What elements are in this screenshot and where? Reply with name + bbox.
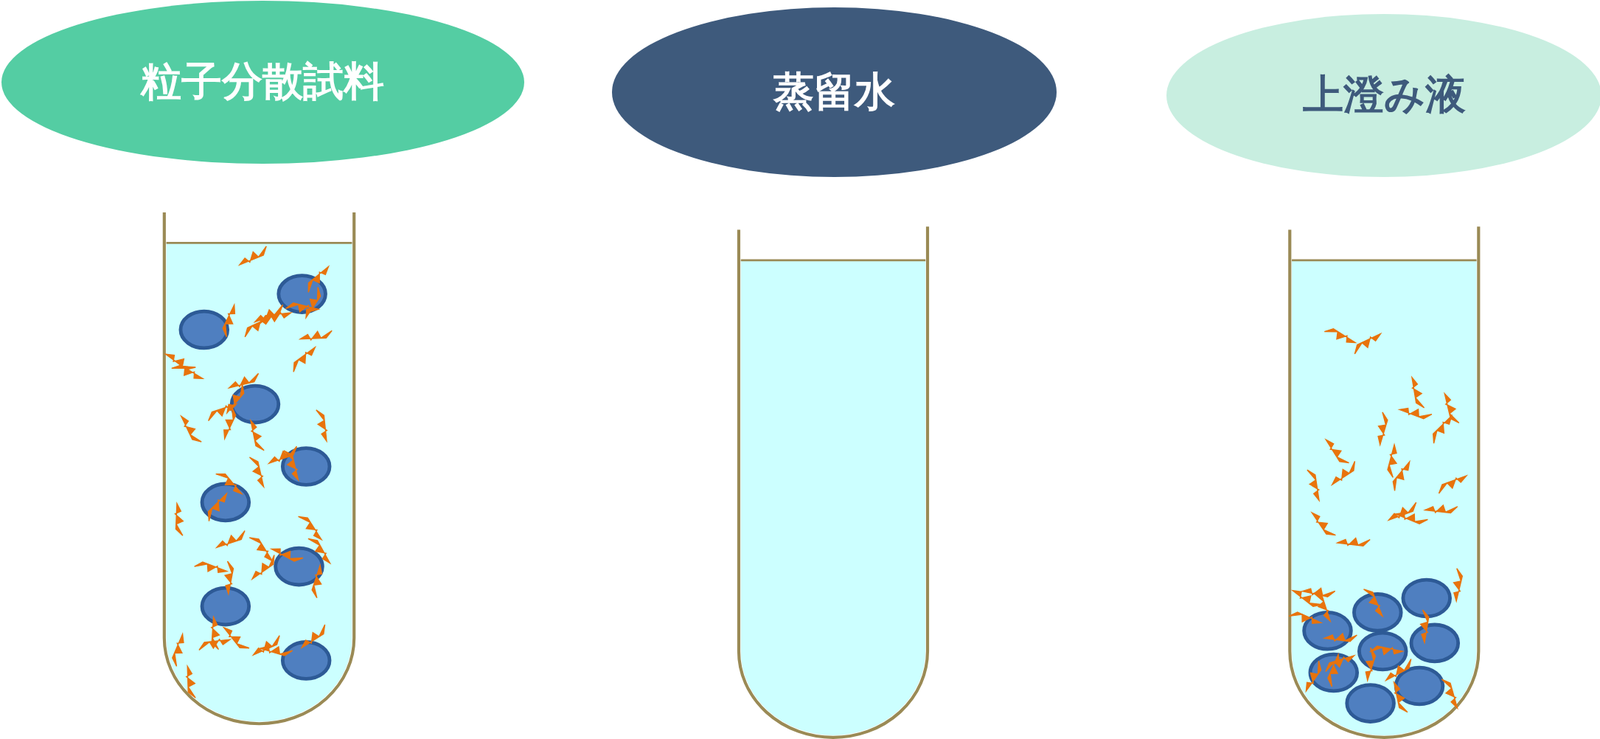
molecule (1420, 609, 1429, 643)
molecule (209, 616, 221, 650)
molecule (306, 534, 334, 566)
molecule (1389, 680, 1410, 714)
molecule (247, 454, 268, 489)
molecule (1389, 459, 1413, 492)
molecule (221, 624, 251, 653)
molecule (177, 413, 203, 446)
molecule (1329, 459, 1359, 488)
node-label: 粒子分散試料 (140, 54, 385, 110)
molecule (220, 406, 238, 441)
molecule (1383, 656, 1415, 683)
molecule (1325, 653, 1342, 688)
particle (1358, 632, 1407, 670)
test-tube (738, 226, 928, 738)
particle (1403, 579, 1451, 617)
molecule (1305, 468, 1323, 503)
molecule (1322, 436, 1351, 467)
node-label: 上澄み液 (1302, 67, 1466, 123)
particle (231, 385, 279, 423)
molecule (302, 286, 324, 320)
label-ellipse: 上澄み液 (1166, 14, 1600, 177)
molecule (1322, 651, 1356, 674)
particle (1411, 624, 1459, 662)
molecule (252, 303, 286, 326)
molecule (237, 244, 270, 268)
molecule (172, 502, 185, 537)
molecule (183, 665, 198, 699)
molecule (247, 418, 267, 452)
molecule (258, 308, 293, 326)
molecule (249, 553, 279, 583)
molecule (1363, 647, 1377, 681)
molecule (1452, 568, 1463, 602)
molecule (1398, 405, 1433, 421)
label-ellipse: 粒子分散試料 (1, 0, 525, 164)
molecule (1435, 471, 1469, 495)
molecule (259, 644, 293, 657)
molecule (1351, 330, 1384, 356)
molecule (1324, 632, 1358, 643)
dispersant-molecules (163, 244, 1469, 714)
tube-outline (1289, 226, 1479, 738)
molecule (214, 468, 245, 497)
molecule (1361, 586, 1387, 619)
molecule (299, 328, 334, 344)
ellipse-fill (1, 0, 525, 164)
molecule (223, 382, 248, 416)
particle (1347, 684, 1395, 722)
tube-outline (738, 226, 928, 738)
molecule (1440, 391, 1461, 425)
molecule (171, 362, 205, 383)
molecule (1288, 609, 1323, 626)
molecule (299, 623, 330, 652)
tube-outline (164, 212, 354, 724)
molecule (214, 528, 248, 551)
molecule (1440, 676, 1462, 711)
molecule (193, 560, 228, 576)
test-tube (1289, 226, 1479, 738)
molecule (311, 564, 325, 598)
node-label: 蒸留水 (773, 64, 896, 120)
liquid-surface (1291, 259, 1477, 262)
molecule (314, 408, 331, 443)
molecule (1302, 659, 1325, 694)
molecule (1308, 509, 1337, 539)
molecule (1408, 376, 1427, 410)
molecule (296, 512, 325, 542)
particles (180, 275, 1459, 722)
label-ellipse: 蒸留水 (611, 7, 1057, 177)
molecule (1337, 537, 1371, 548)
molecule (289, 344, 318, 374)
molecule (1386, 443, 1399, 478)
molecule (1424, 504, 1458, 514)
liquid-surface (741, 259, 926, 262)
liquid-surface (166, 241, 353, 245)
particle (202, 587, 250, 625)
molecule (281, 448, 302, 482)
ellipse-fill (1166, 14, 1600, 177)
liquid (741, 260, 926, 736)
molecule (1375, 411, 1389, 445)
molecule (250, 633, 283, 658)
particle (282, 642, 330, 680)
molecule (220, 303, 239, 338)
molecule (224, 561, 233, 595)
molecule (227, 371, 262, 392)
molecule (170, 632, 187, 667)
molecule (1311, 589, 1334, 623)
liquid (166, 242, 353, 722)
test-tube (164, 212, 354, 724)
molecule (269, 544, 304, 564)
particle (282, 448, 330, 486)
molecule (204, 491, 231, 523)
molecule (163, 350, 197, 373)
ellipse-fill (611, 7, 1057, 177)
particle (180, 311, 228, 349)
molecule (1386, 500, 1420, 524)
molecule (1323, 325, 1357, 347)
liquid (1291, 260, 1477, 736)
